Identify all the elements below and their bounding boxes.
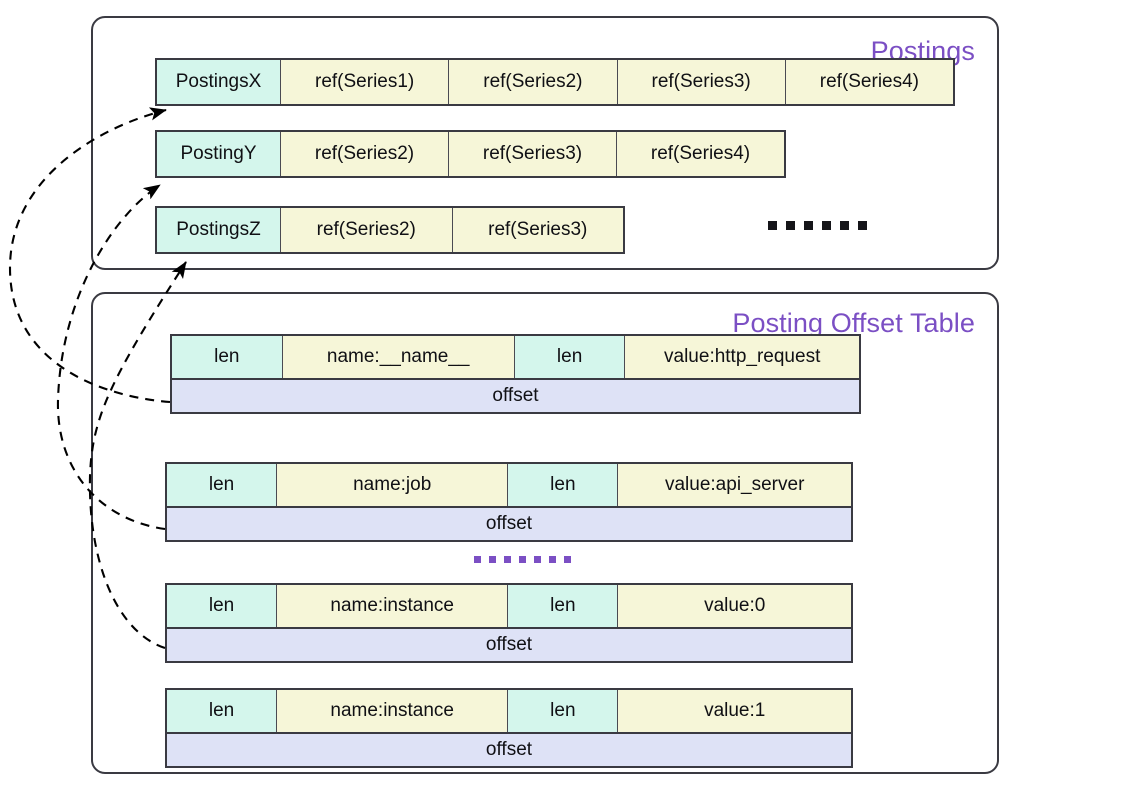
postings-row-ref: ref(Series2) <box>281 208 453 252</box>
offset-entry-offset: offset <box>167 734 851 766</box>
offset-entry-len: len <box>172 336 283 378</box>
offset-entry-len: len <box>514 336 626 378</box>
offset-entry-len: len <box>167 690 278 732</box>
postings-row-ref: ref(Series4) <box>617 132 784 176</box>
postings-row-ref: ref(Series2) <box>281 132 449 176</box>
offset-entry-offset-row: offset <box>165 734 853 768</box>
postings-row-ref: ref(Series3) <box>449 132 617 176</box>
offset-entry-value: value:http_request <box>625 336 859 378</box>
postings-row[interactable]: PostingY ref(Series2) ref(Series3) ref(S… <box>155 130 786 178</box>
offset-entry-offset: offset <box>172 380 859 412</box>
offset-entry-len: len <box>508 464 619 506</box>
offset-entry-name: name:instance <box>277 585 509 627</box>
postings-row[interactable]: PostingsZ ref(Series2) ref(Series3) <box>155 206 625 254</box>
offset-entry-len: len <box>167 464 278 506</box>
postings-ellipsis <box>768 221 876 230</box>
postings-row-key: PostingsX <box>157 60 281 104</box>
offset-entry-offset-row: offset <box>170 380 861 414</box>
offset-entry-offset-row: offset <box>165 629 853 663</box>
offset-entry-header-row: len name:job len value:api_server <box>165 462 853 508</box>
posting-offset-table-ellipsis <box>474 556 579 563</box>
postings-row-key: PostingsZ <box>157 208 281 252</box>
offset-entry[interactable]: len name:__name__ len value:http_request… <box>170 334 861 414</box>
offset-entry-offset: offset <box>167 508 851 540</box>
offset-entry-header-row: len name:instance len value:1 <box>165 688 853 734</box>
offset-entry-name: name:instance <box>277 690 509 732</box>
offset-entry-offset-row: offset <box>165 508 853 542</box>
offset-entry-value: value:api_server <box>618 464 851 506</box>
offset-entry-value: value:1 <box>618 690 851 732</box>
offset-entry-header-row: len name:__name__ len value:http_request <box>170 334 861 380</box>
offset-entry-name: name:job <box>277 464 509 506</box>
postings-row-key: PostingY <box>157 132 281 176</box>
postings-row[interactable]: PostingsX ref(Series1) ref(Series2) ref(… <box>155 58 955 106</box>
offset-entry-offset: offset <box>167 629 851 661</box>
posting-offset-table-title: Posting Offset Table <box>732 308 975 338</box>
offset-entry-len: len <box>167 585 278 627</box>
offset-entry[interactable]: len name:instance len value:0 offset <box>165 583 853 663</box>
postings-row-ref: ref(Series3) <box>617 60 786 104</box>
offset-entry-len: len <box>508 690 619 732</box>
offset-entry[interactable]: len name:job len value:api_server offset <box>165 462 853 542</box>
offset-entry[interactable]: len name:instance len value:1 offset <box>165 688 853 768</box>
offset-entry-value: value:0 <box>618 585 851 627</box>
offset-entry-header-row: len name:instance len value:0 <box>165 583 853 629</box>
offset-entry-name: name:__name__ <box>282 336 515 378</box>
postings-row-ref: ref(Series1) <box>281 60 450 104</box>
postings-row-ref: ref(Series2) <box>449 60 618 104</box>
postings-row-ref: ref(Series3) <box>452 208 623 252</box>
postings-row-ref: ref(Series4) <box>785 60 953 104</box>
offset-entry-len: len <box>508 585 619 627</box>
